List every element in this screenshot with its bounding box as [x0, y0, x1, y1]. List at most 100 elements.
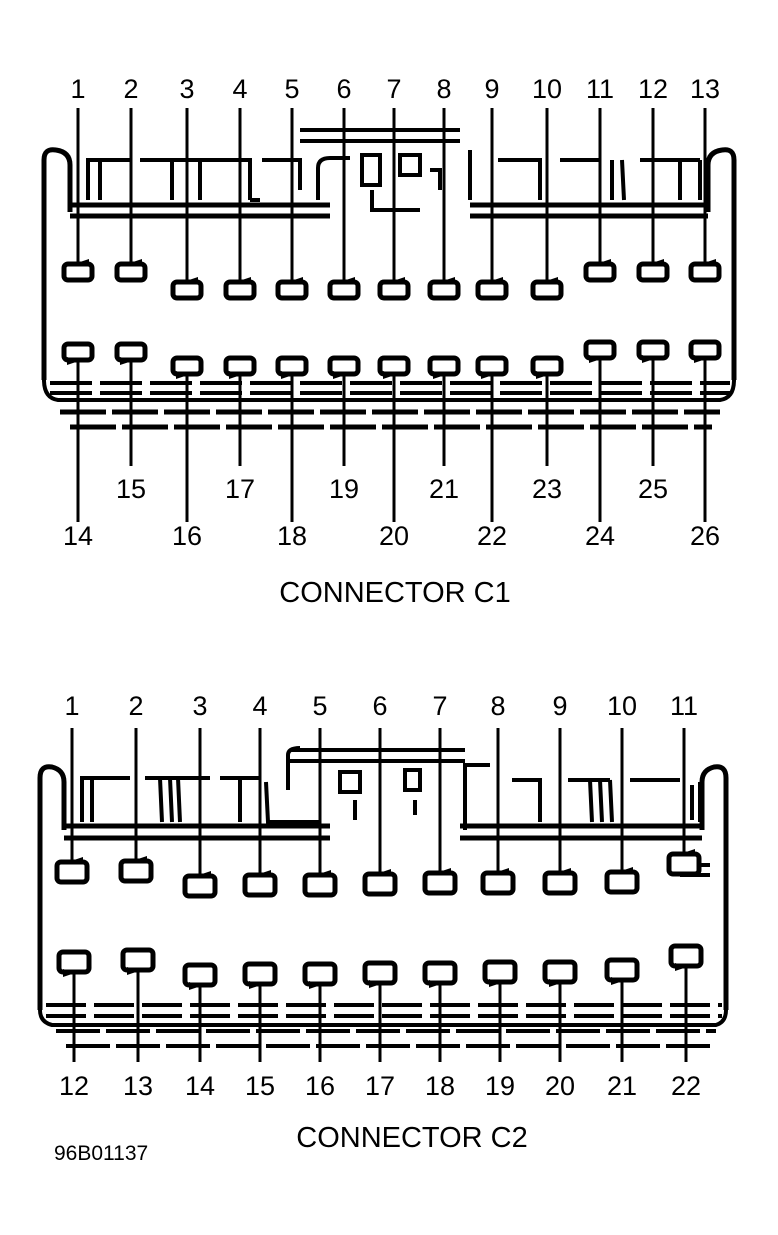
- pin-number-label: 14: [185, 1071, 215, 1101]
- pin-terminal-cavity: [475, 355, 509, 377]
- pin-terminal-cavity: [604, 957, 640, 983]
- pin-terminal-cavity: [422, 960, 458, 986]
- pin-number-label: 20: [379, 521, 409, 551]
- pin-terminal-cavity: [223, 279, 257, 301]
- pin-number-label: 22: [477, 521, 507, 551]
- pin-terminal-cavity: [362, 960, 398, 986]
- pin-c1-22: 22: [475, 355, 509, 551]
- pin-terminal-cavity: [118, 858, 154, 884]
- pin-terminal-cavity: [377, 279, 411, 301]
- pin-terminal-cavity: [475, 279, 509, 301]
- pin-number-label: 18: [425, 1071, 455, 1101]
- pin-c1-7: 7: [377, 74, 411, 301]
- pin-terminal-cavity: [604, 869, 640, 895]
- pin-number-label: 9: [552, 691, 567, 721]
- pin-number-label: 6: [336, 74, 351, 104]
- pin-c1-17: 17: [223, 355, 257, 504]
- pin-number-label: 19: [485, 1071, 515, 1101]
- pin-number-label: 5: [284, 74, 299, 104]
- pin-c2-11: 11: [666, 691, 702, 877]
- pin-c1-1: 1: [61, 74, 95, 283]
- pin-number-label: 15: [245, 1071, 275, 1101]
- pin-terminal-cavity: [377, 355, 411, 377]
- pin-terminal-cavity: [542, 870, 578, 896]
- pin-c1-19: 19: [327, 355, 361, 504]
- connector-c1-caption: CONNECTOR C1: [279, 577, 511, 609]
- pin-number-label: 7: [386, 74, 401, 104]
- pin-terminal-cavity: [482, 959, 518, 985]
- pin-number-label: 14: [63, 521, 93, 551]
- pin-terminal-cavity: [170, 355, 204, 377]
- pin-number-label: 13: [690, 74, 720, 104]
- pin-c1-8: 8: [427, 74, 461, 301]
- pin-terminal-cavity: [668, 943, 704, 969]
- pin-c2-12: 12: [56, 949, 92, 1101]
- pin-c1-2: 2: [114, 74, 148, 283]
- pin-number-label: 2: [123, 74, 138, 104]
- pin-terminal-cavity: [275, 355, 309, 377]
- pin-c2-15: 15: [242, 961, 278, 1101]
- pin-c1-5: 5: [275, 74, 309, 301]
- connector-c2-caption: CONNECTOR C2: [296, 1122, 528, 1154]
- pin-number-label: 19: [329, 474, 359, 504]
- pin-terminal-cavity: [422, 870, 458, 896]
- pin-c2-9: 9: [542, 691, 578, 896]
- pin-c1-6: 6: [327, 74, 361, 301]
- connector-c1-housing: [41, 128, 737, 430]
- pin-number-label: 22: [671, 1071, 701, 1101]
- pin-c2-4: 4: [242, 691, 278, 898]
- pin-c1-21: 21: [427, 355, 461, 504]
- pin-terminal-cavity: [480, 870, 516, 896]
- pin-terminal-cavity: [114, 341, 148, 363]
- pin-c2-17: 17: [362, 960, 398, 1101]
- pin-number-label: 17: [365, 1071, 395, 1101]
- pin-terminal-cavity: [114, 261, 148, 283]
- pin-terminal-cavity: [427, 355, 461, 377]
- pin-terminal-cavity: [666, 851, 702, 877]
- pin-number-label: 3: [192, 691, 207, 721]
- pin-number-label: 11: [586, 74, 614, 104]
- pin-number-label: 8: [436, 74, 451, 104]
- pin-terminal-cavity: [542, 959, 578, 985]
- pin-c2-6: 6: [362, 691, 398, 897]
- pin-terminal-cavity: [530, 279, 564, 301]
- pin-number-label: 12: [638, 74, 668, 104]
- pin-c1-14: 14: [61, 341, 95, 551]
- pin-number-label: 5: [312, 691, 327, 721]
- pin-number-label: 7: [432, 691, 447, 721]
- pin-number-label: 1: [64, 691, 79, 721]
- pin-number-label: 21: [607, 1071, 637, 1101]
- pin-terminal-cavity: [120, 947, 156, 973]
- pin-c1-16: 16: [170, 355, 204, 551]
- pin-number-label: 18: [277, 521, 307, 551]
- pin-terminal-cavity: [61, 261, 95, 283]
- pin-terminal-cavity: [530, 355, 564, 377]
- pin-c1-12: 12: [636, 74, 670, 283]
- pin-c2-2: 2: [118, 691, 154, 884]
- pin-c1-15: 15: [114, 341, 148, 504]
- pin-terminal-cavity: [362, 871, 398, 897]
- pin-c1-18: 18: [275, 355, 309, 551]
- pin-terminal-cavity: [583, 261, 617, 283]
- pin-number-label: 17: [225, 474, 255, 504]
- pin-number-label: 15: [116, 474, 146, 504]
- pin-c1-9: 9: [475, 74, 509, 301]
- pin-terminal-cavity: [242, 872, 278, 898]
- pin-terminal-cavity: [54, 859, 90, 885]
- pin-c1-20: 20: [377, 355, 411, 551]
- pin-c2-22: 22: [668, 943, 704, 1101]
- pin-number-label: 12: [59, 1071, 89, 1101]
- pin-number-label: 10: [607, 691, 637, 721]
- pin-number-label: 10: [532, 74, 562, 104]
- pin-number-label: 16: [172, 521, 202, 551]
- pin-c1-3: 3: [170, 74, 204, 301]
- pin-terminal-cavity: [688, 339, 722, 361]
- pin-c1-23: 23: [530, 355, 564, 504]
- pin-number-label: 1: [70, 74, 85, 104]
- pin-number-label: 4: [232, 74, 247, 104]
- pin-terminal-cavity: [170, 279, 204, 301]
- pin-number-label: 26: [690, 521, 720, 551]
